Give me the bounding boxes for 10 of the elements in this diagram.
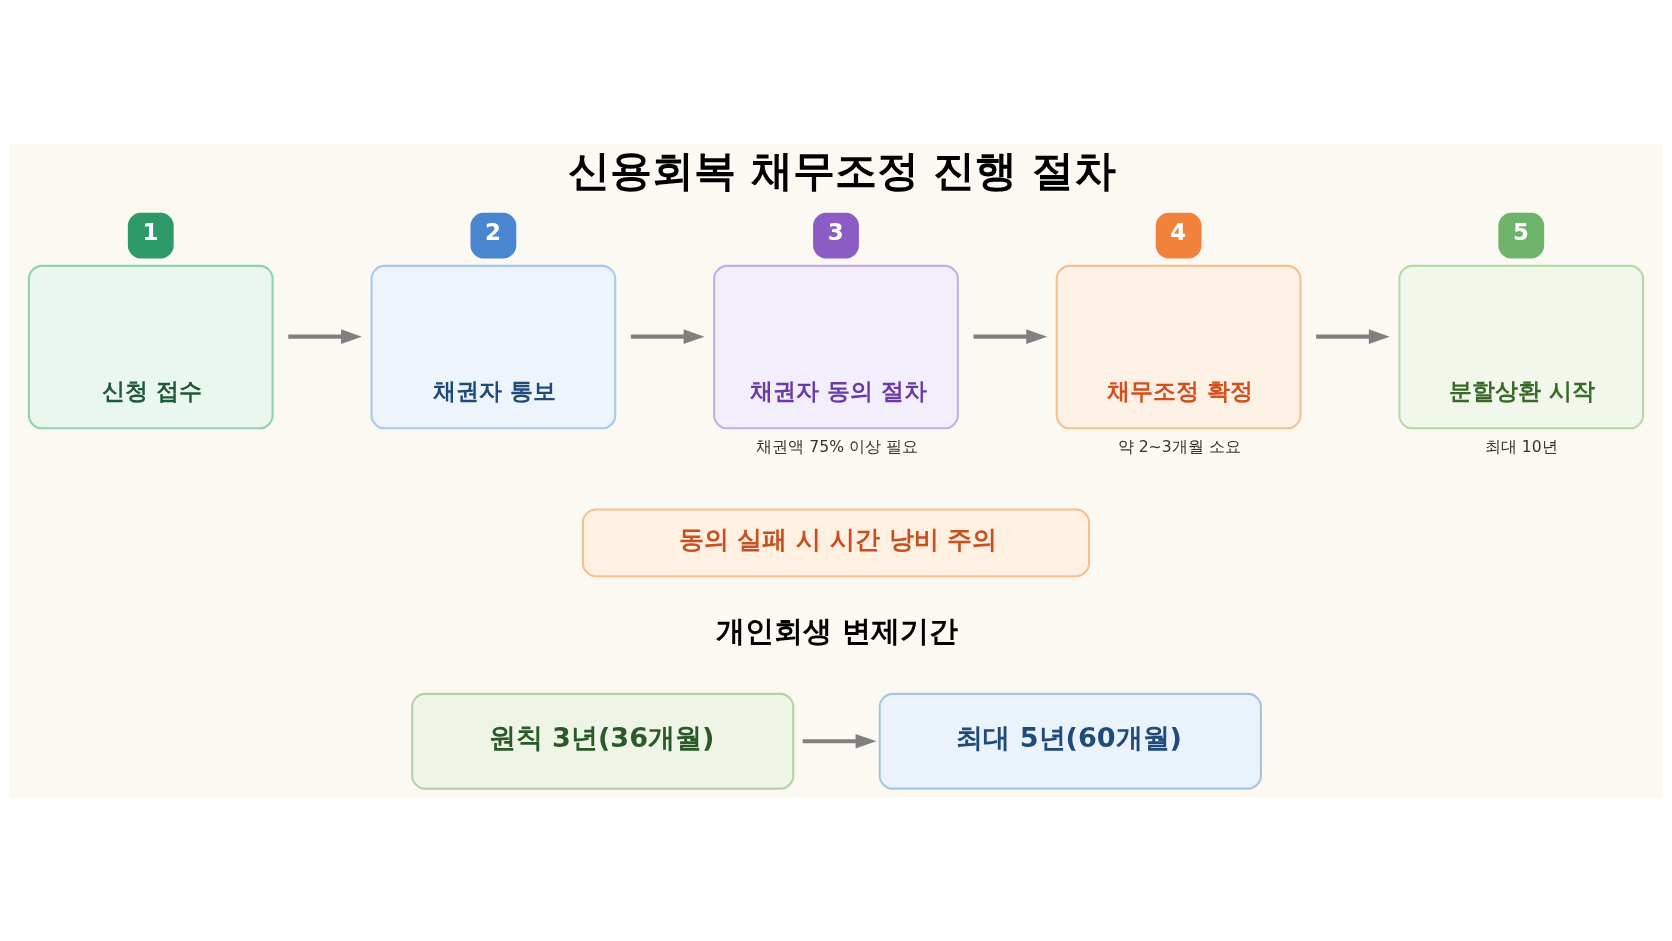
node-label: 최대 10년 (1484, 437, 1558, 456)
arrow (288, 328, 362, 344)
node-label: 채권액 75% 이상 필요 (756, 437, 918, 456)
arrow (630, 328, 705, 344)
node-label: 약 2~3개월 소요 (1117, 437, 1241, 456)
arrow (973, 328, 1048, 344)
diagram-title: 신용회복 채무조정 진행 절차 (568, 145, 1116, 195)
arrow (1316, 328, 1390, 344)
arrow (802, 733, 877, 749)
label: 개인회생 변제기간 (715, 613, 958, 648)
